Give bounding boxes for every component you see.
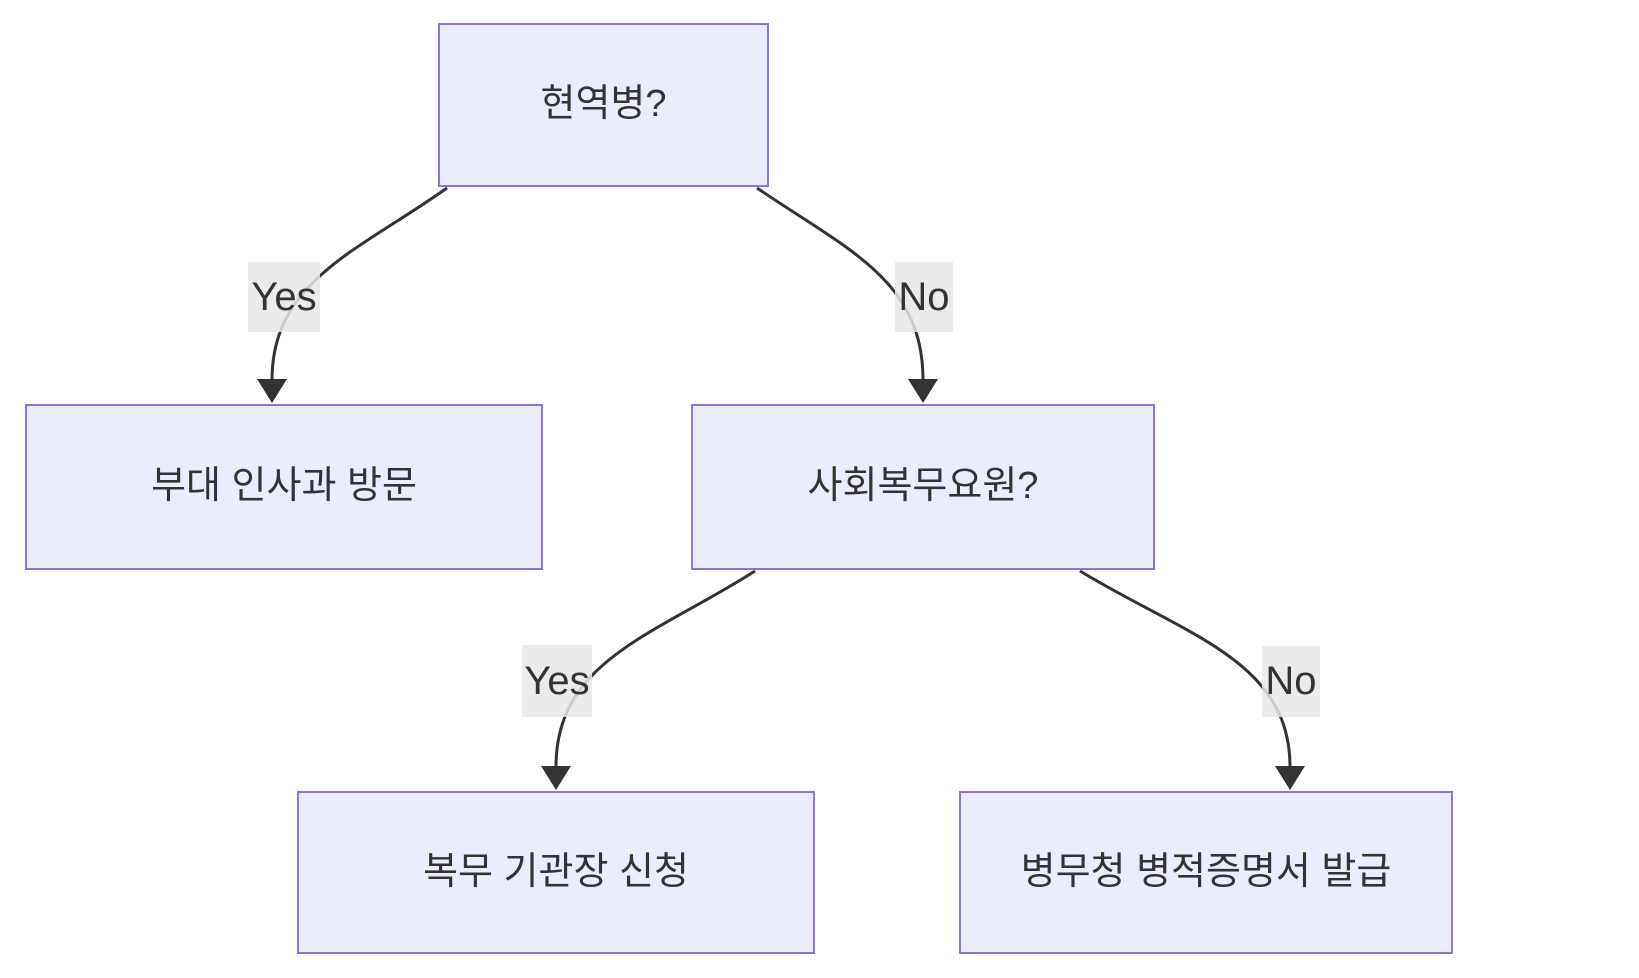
edge-label-active-duty-yes: Yes bbox=[248, 262, 320, 332]
edge-label-social-service-no-text: No bbox=[1265, 659, 1317, 703]
node-social-service-question-label: 사회복무요원? bbox=[807, 465, 1039, 508]
node-unit-hr-visit-label: 부대 인사과 방문 bbox=[151, 465, 417, 508]
edge-label-active-duty-no: No bbox=[895, 262, 953, 332]
edge-label-active-duty-yes-text: Yes bbox=[251, 274, 317, 319]
node-active-duty-question: 현역병? bbox=[438, 23, 769, 187]
node-mma-certificate: 병무청 병적증명서 발급 bbox=[959, 791, 1453, 954]
node-social-service-question: 사회복무요원? bbox=[691, 404, 1155, 570]
edge-social-service-no-arrowhead bbox=[1275, 766, 1305, 790]
node-agency-head-apply-label: 복무 기관장 신청 bbox=[423, 850, 689, 893]
edge-active-duty-yes-line bbox=[270, 186, 448, 381]
node-active-duty-question-label: 현역병? bbox=[540, 83, 667, 126]
edge-active-duty-no-line bbox=[756, 186, 925, 381]
edge-active-duty-yes-arrowhead bbox=[257, 379, 287, 403]
edge-label-social-service-yes: Yes bbox=[522, 645, 592, 717]
edge-label-social-service-yes-text: Yes bbox=[524, 658, 590, 703]
edge-social-service-no-line bbox=[1079, 569, 1292, 768]
edge-label-active-duty-no-text: No bbox=[898, 274, 950, 319]
node-mma-certificate-label: 병무청 병적증명서 발급 bbox=[1020, 850, 1392, 893]
node-unit-hr-visit: 부대 인사과 방문 bbox=[25, 404, 543, 570]
edge-social-service-yes-arrowhead bbox=[541, 766, 571, 790]
edge-social-service-yes-line bbox=[554, 569, 756, 768]
edge-active-duty-no-arrowhead bbox=[908, 379, 938, 403]
edge-label-social-service-no: No bbox=[1262, 646, 1320, 717]
node-agency-head-apply: 복무 기관장 신청 bbox=[297, 791, 815, 954]
